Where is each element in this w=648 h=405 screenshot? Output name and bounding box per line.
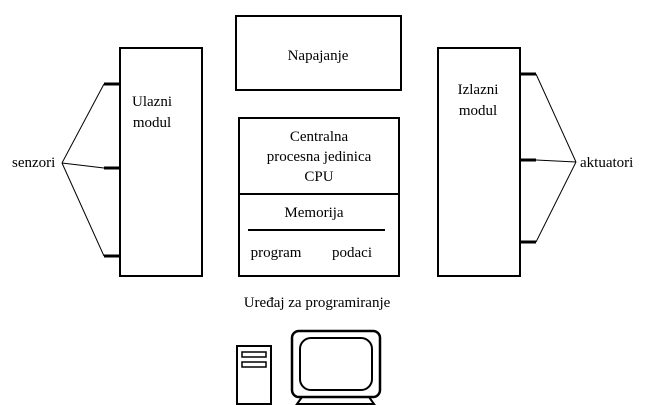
cpu-label-line3: CPU <box>304 169 333 185</box>
input-module-label-line2: modul <box>133 115 171 131</box>
memory-block: Memorija program podaci <box>248 205 385 261</box>
cpu-label-line2: procesna jedinica <box>267 149 372 165</box>
output-module-label-line1: Izlazni <box>458 82 499 98</box>
memory-data-label: podaci <box>332 245 372 261</box>
actuators-label: aktuatori <box>580 155 633 171</box>
sensors-group: senzori <box>12 82 120 258</box>
power-supply-block: Napajanje <box>235 15 402 91</box>
programming-device-label: Uređaj za programiranje <box>244 295 391 311</box>
memory-program-label: program <box>251 245 302 261</box>
input-module-block: Ulazni modul <box>119 47 203 277</box>
actuators-group: aktuatori <box>520 72 633 244</box>
cpu-block: Centralna procesna jedinica CPU <box>238 117 400 277</box>
monitor-icon <box>290 329 382 405</box>
power-supply-label: Napajanje <box>288 48 349 64</box>
cpu-label-line1: Centralna <box>290 129 349 145</box>
sensors-label: senzori <box>12 155 55 171</box>
computer-tower-icon <box>236 345 272 405</box>
output-module-label-line2: modul <box>459 103 497 119</box>
input-module-label-line1: Ulazni <box>132 94 172 110</box>
memory-label: Memorija <box>284 205 343 221</box>
output-module-block: Izlazni modul <box>437 47 521 277</box>
programming-device-group: Uređaj za programiranje <box>236 295 391 405</box>
